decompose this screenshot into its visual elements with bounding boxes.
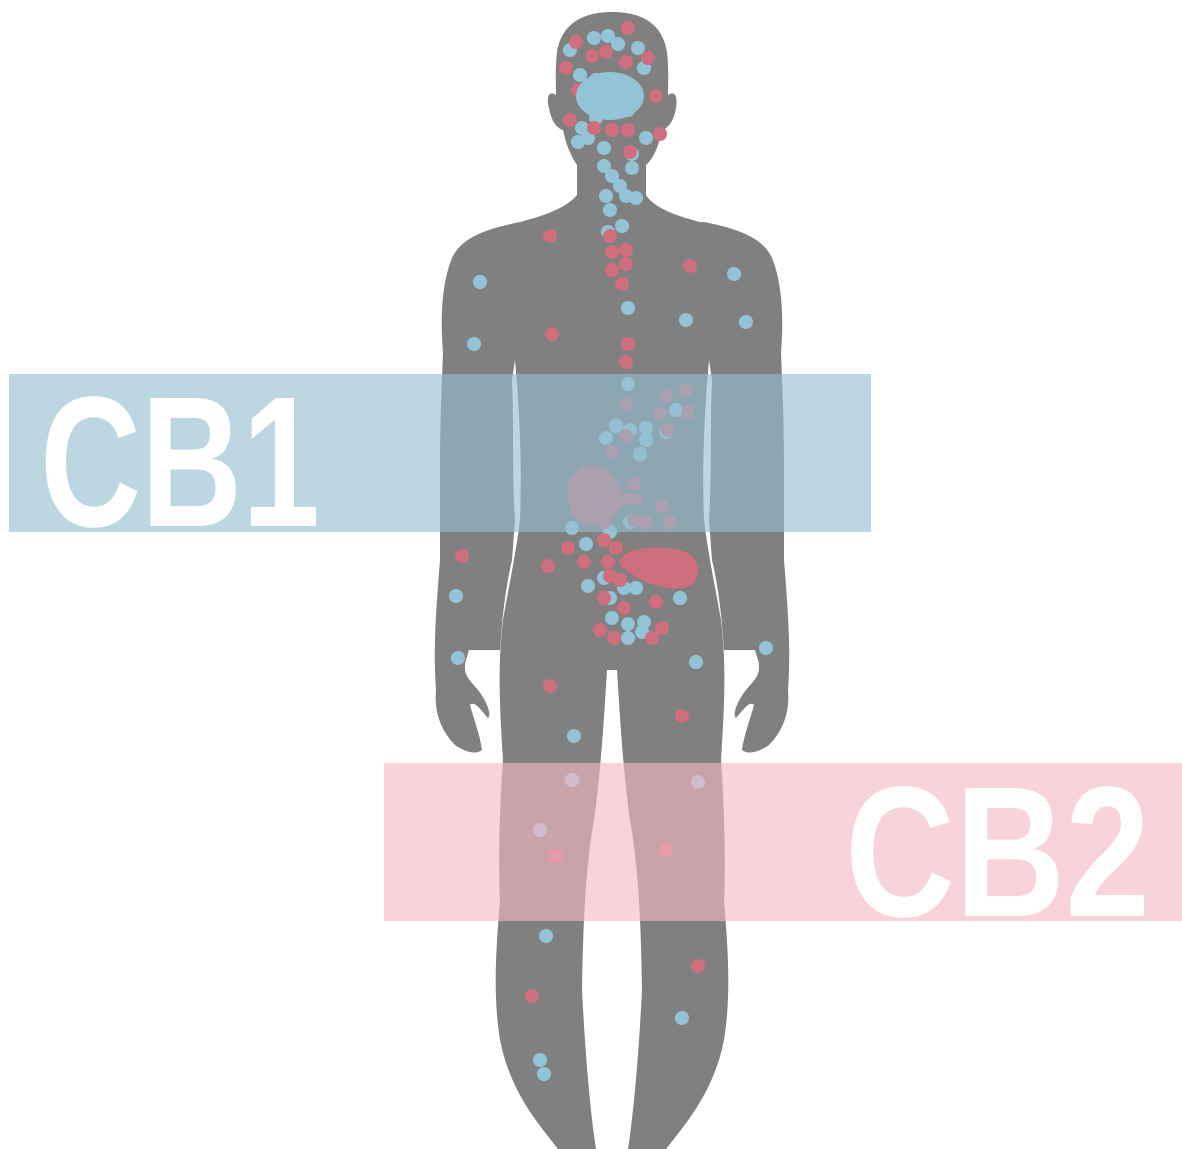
cb2-receptor-dot — [649, 89, 663, 103]
cb1-receptor-dot — [533, 1053, 547, 1067]
cb2-receptor-dot — [683, 259, 697, 273]
cb1-receptor-dot — [727, 267, 741, 281]
cb1-receptor-dot — [451, 651, 465, 665]
cb2-receptor-dot — [569, 35, 583, 49]
cb2-receptor-dot — [623, 145, 637, 159]
cb1-receptor-dot — [673, 591, 687, 605]
cb2-receptor-dot — [605, 245, 619, 259]
cb2-receptor-dot — [649, 595, 663, 609]
cb1-receptor-dot — [599, 189, 613, 203]
left-hand-shape — [435, 550, 492, 752]
cb1-receptor-dot — [679, 313, 693, 327]
cb2-receptor-dot — [593, 623, 607, 637]
cb2-receptor-dot — [543, 229, 557, 243]
cb1-receptor-dot — [449, 589, 463, 603]
cb2-receptor-dot — [601, 555, 615, 569]
cb1-receptor-dot — [537, 1067, 551, 1081]
cb1-receptor-dot — [675, 1011, 689, 1025]
cb1-receptor-dot — [597, 141, 611, 155]
cb1-receptor-dot — [759, 641, 773, 655]
cb1-receptor-dot — [615, 219, 629, 233]
cb2-receptor-dot — [597, 591, 611, 605]
cb2-receptor-dot — [561, 541, 575, 555]
cb2-receptor-dot — [585, 49, 599, 63]
cb2-receptor-dot — [613, 573, 627, 587]
cb2-receptor-dot — [691, 959, 705, 973]
cb2-receptor-dot — [543, 679, 557, 693]
cb1-receptor-dot — [567, 729, 581, 743]
cb1-receptor-dot — [467, 337, 481, 351]
cb1-receptor-dot — [579, 537, 593, 551]
cb2-receptor-dot — [655, 621, 669, 635]
cb2-receptor-dot — [587, 121, 601, 135]
cb2-receptor-dot — [621, 337, 635, 351]
cb2-receptor-dot — [541, 559, 555, 573]
cb2-receptor-dot — [617, 601, 631, 615]
cb1-receptor-dot — [625, 161, 639, 175]
cb1-receptor-dot — [629, 191, 643, 205]
cb1-receptor-dot — [631, 41, 645, 55]
cb2-receptor-dot — [577, 555, 591, 569]
cb2-receptor-dot — [563, 113, 577, 127]
cb1-receptor-dot — [639, 131, 653, 145]
cb2-receptor-dot — [607, 631, 621, 645]
cb2-receptor-dot — [525, 989, 539, 1003]
cb2-receptor-dot — [605, 263, 619, 277]
cb1-receptor-dot — [611, 37, 625, 51]
cb1-receptor-dot — [575, 121, 589, 135]
cb2-receptor-dot — [605, 123, 619, 137]
cb2-receptor-dot — [641, 51, 655, 65]
cb2-receptor-dot — [621, 123, 635, 137]
cb1-receptor-dot — [629, 581, 643, 595]
cb1-receptor-dot — [739, 315, 753, 329]
cb2-label: CB2 — [845, 749, 1150, 956]
cb1-receptor-dot — [587, 31, 601, 45]
cb1-receptor-dot — [539, 929, 553, 943]
cb2-receptor-dot — [615, 277, 629, 291]
cb1-receptor-dot — [603, 203, 617, 217]
cb2-receptor-dot — [599, 45, 613, 59]
cb2-receptor-dot — [559, 61, 573, 75]
cb2-receptor-dot — [619, 355, 633, 369]
torso-shape — [440, 222, 784, 1149]
cb2-receptor-dot — [455, 549, 469, 563]
cb1-receptor-dot — [621, 617, 635, 631]
brain-cluster — [576, 72, 644, 120]
cb2-receptor-dot — [545, 327, 559, 341]
cb2-receptor-dot — [603, 229, 617, 243]
cb2-receptor-dot — [653, 127, 667, 141]
cb2-receptor-dot — [597, 533, 611, 547]
cb2-receptor-dot — [619, 243, 633, 257]
cb2-receptor-dot — [609, 541, 623, 555]
cb2-receptor-dot — [621, 21, 635, 35]
cb1-receptor-dot — [605, 611, 619, 625]
cb2-receptor-dot — [645, 631, 659, 645]
cb1-receptor-dot — [473, 275, 487, 289]
cb2-receptor-dot — [619, 257, 633, 271]
cb1-receptor-dot — [689, 655, 703, 669]
cb2-receptor-dot — [619, 55, 633, 69]
cb2-receptor-dot — [675, 709, 689, 723]
cb1-receptor-dot — [621, 301, 635, 315]
cb1-receptor-dot — [621, 631, 635, 645]
cb1-label: CB1 — [40, 359, 320, 566]
cb1-receptor-dot — [581, 579, 595, 593]
